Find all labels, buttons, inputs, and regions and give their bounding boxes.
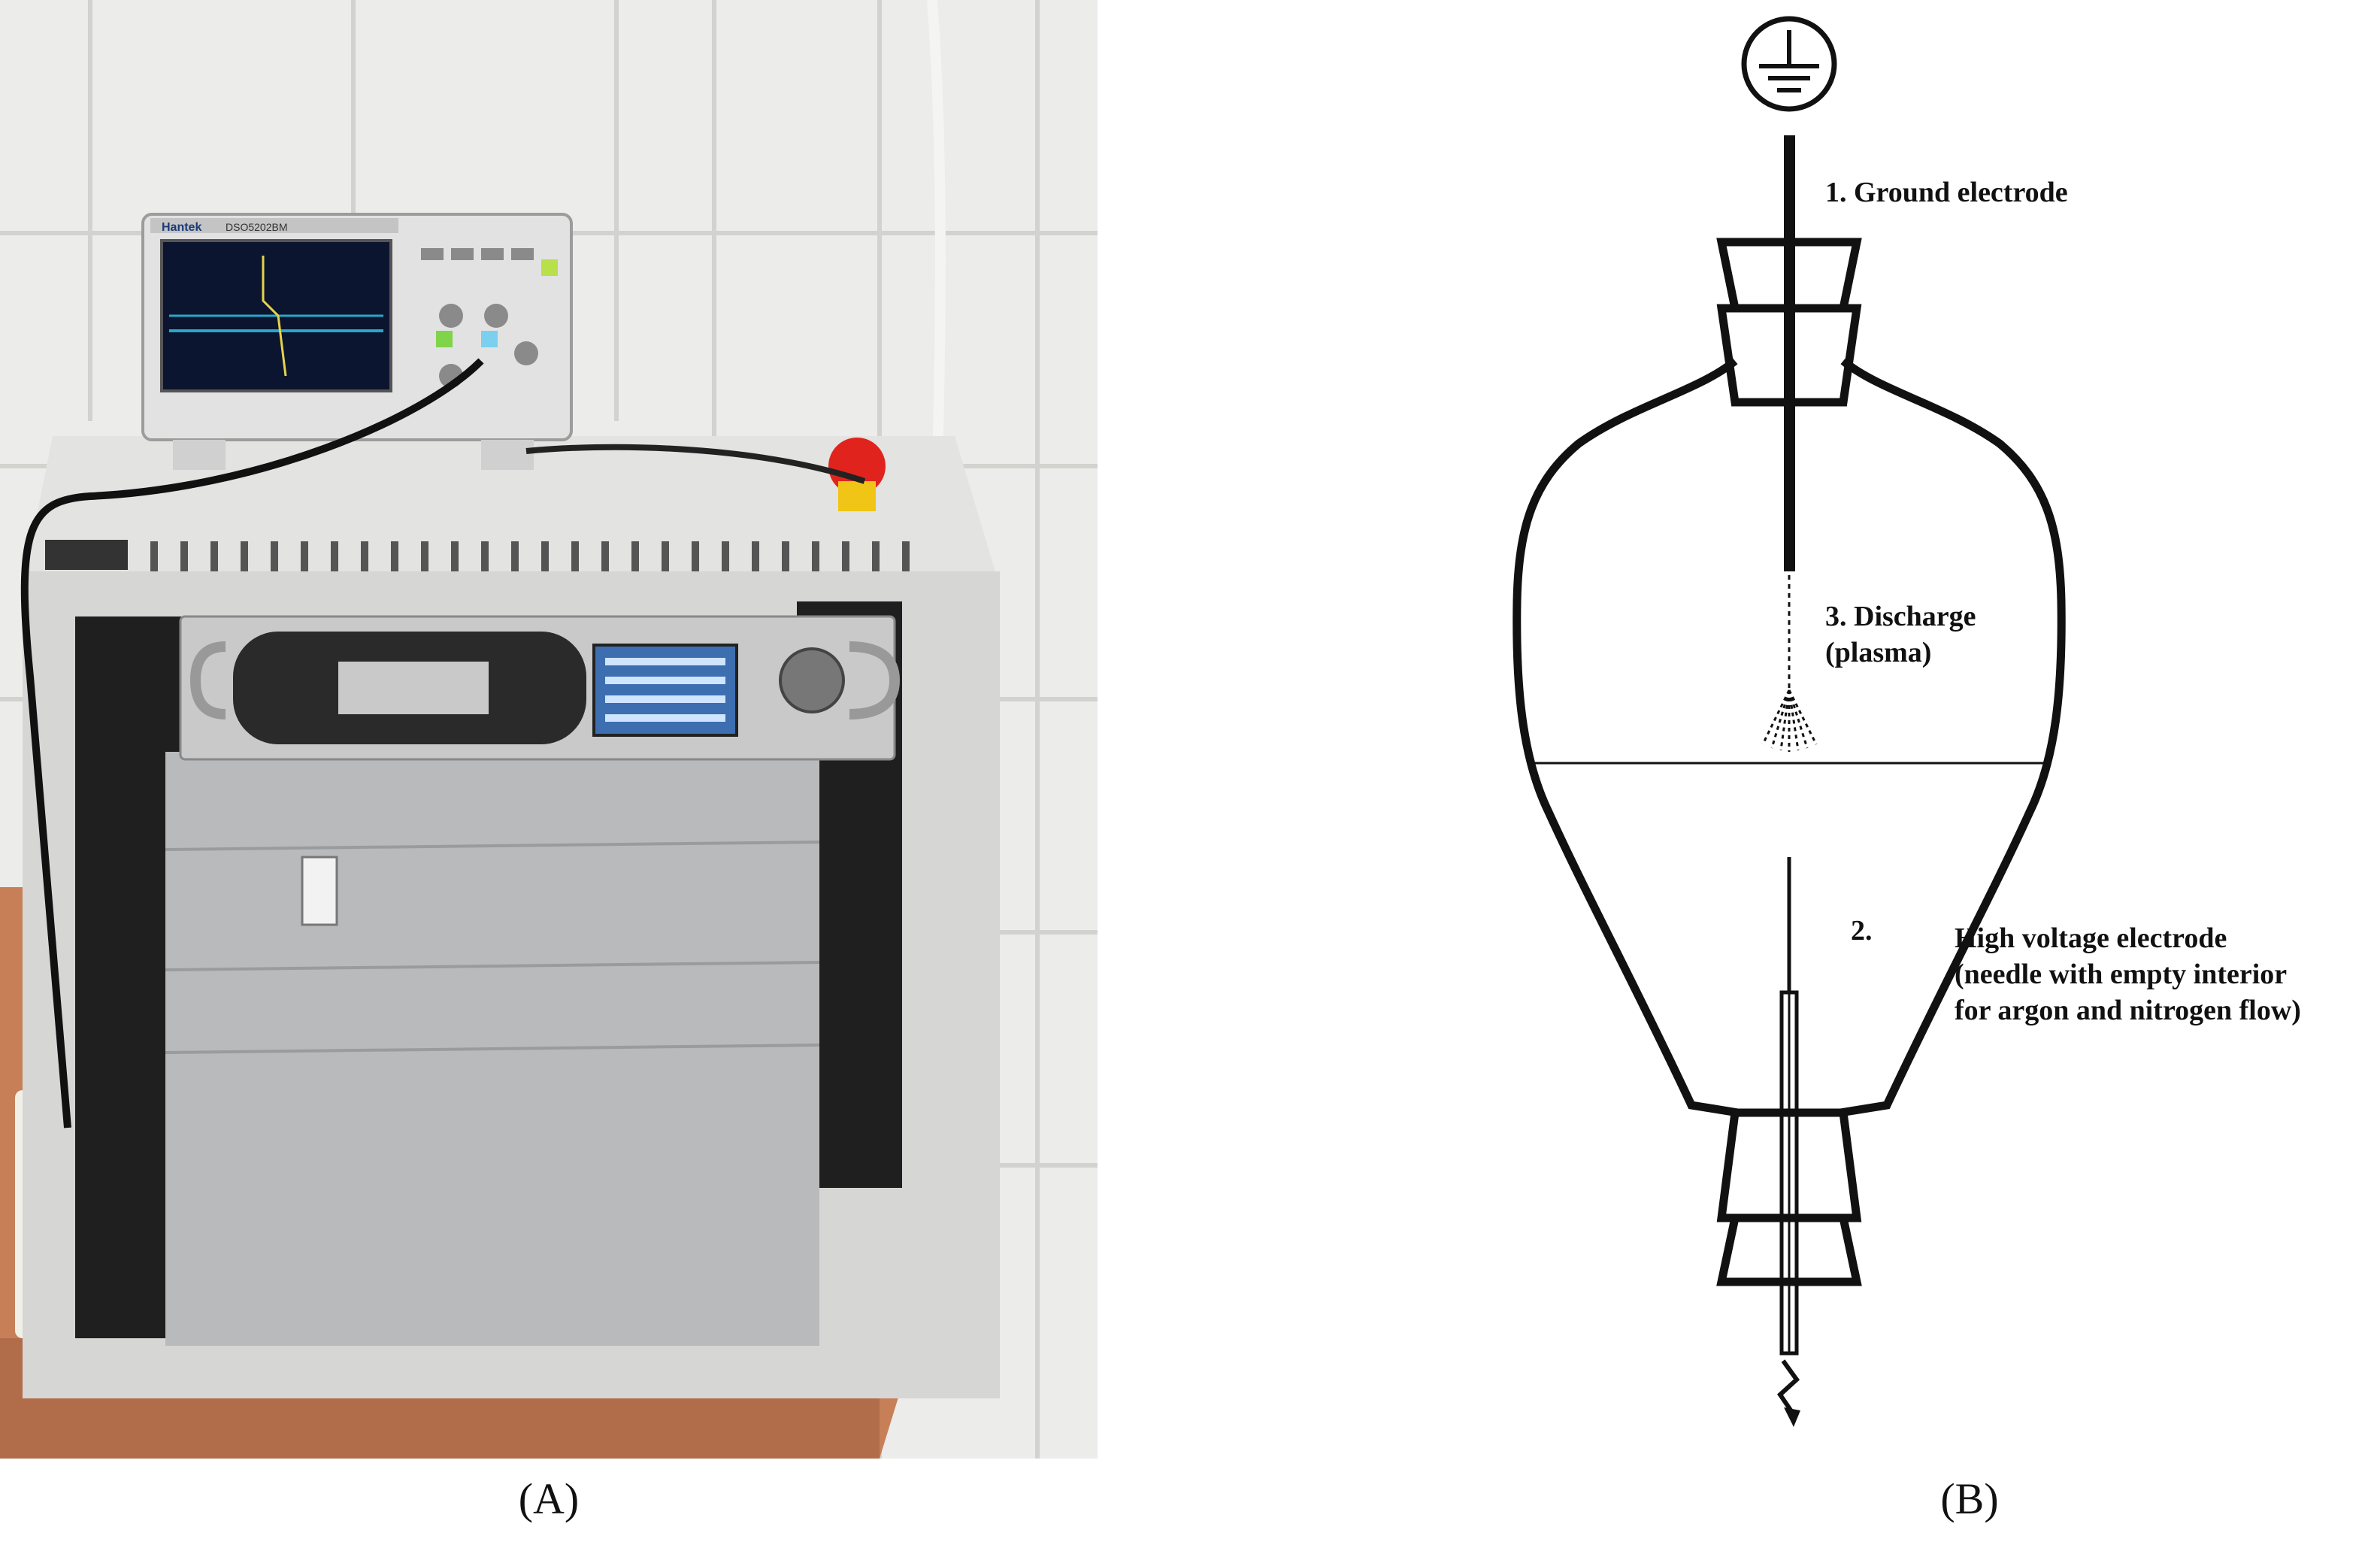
oscilloscope-model: DSO5202BM — [226, 221, 287, 233]
display-rows — [605, 658, 725, 722]
handle-right — [849, 641, 901, 719]
label-hv-needle: (needle with empty interior — [1955, 959, 2287, 990]
panel-seams — [165, 841, 820, 1054]
cabinet-label — [45, 540, 128, 570]
label-ground-electrode: 1. Ground electrode — [1825, 177, 2068, 208]
oscilloscope-controls — [421, 248, 538, 388]
key-cable — [525, 444, 866, 484]
ch2-button-icon — [481, 331, 498, 347]
cabinet-vents-top — [150, 541, 910, 571]
breaker-switch — [301, 856, 338, 926]
label-hv-electrode: High voltage electrode — [1955, 922, 2227, 954]
emergency-stop-base — [838, 481, 876, 511]
ground-symbol-icon — [1741, 16, 1837, 112]
label-discharge: 3. Discharge — [1825, 601, 1976, 632]
trace-yellow — [262, 256, 287, 377]
probe-cable — [20, 358, 484, 1128]
knob-icon — [779, 647, 845, 713]
label-hv-flow: for argon and nitrogen flow) — [1955, 995, 2301, 1026]
emergency-stop-icon — [828, 438, 886, 495]
run-button-icon — [541, 259, 558, 276]
label-plasma: (plasma) — [1825, 637, 1931, 668]
bottom-stopper — [1716, 1108, 1862, 1286]
photo-plasma-setup: Hantek DSO5202BM — [0, 0, 1098, 1459]
label-hv-number: 2. — [1851, 915, 1873, 947]
top-stopper — [1716, 238, 1862, 407]
high-voltage-arrow-icon — [1777, 1359, 1800, 1427]
handle-left — [189, 641, 226, 719]
caption-panel-a: (A) — [518, 1474, 580, 1523]
ground-electrode — [1784, 135, 1795, 571]
oscilloscope-foot-right — [481, 440, 534, 470]
grille-bar — [338, 662, 489, 714]
flask-outline — [1512, 357, 2066, 1117]
reactor-schematic: 1. Ground electrode 3. Discharge (plasma… — [1512, 16, 2301, 1427]
oscilloscope-foot-left — [173, 440, 226, 470]
oscilloscope-brand: Hantek — [162, 221, 201, 234]
ch1-button-icon — [436, 331, 453, 347]
caption-panel-b: (B) — [1940, 1474, 1999, 1523]
plasma-spray — [1761, 689, 1818, 752]
oscilloscope-header — [150, 218, 398, 233]
